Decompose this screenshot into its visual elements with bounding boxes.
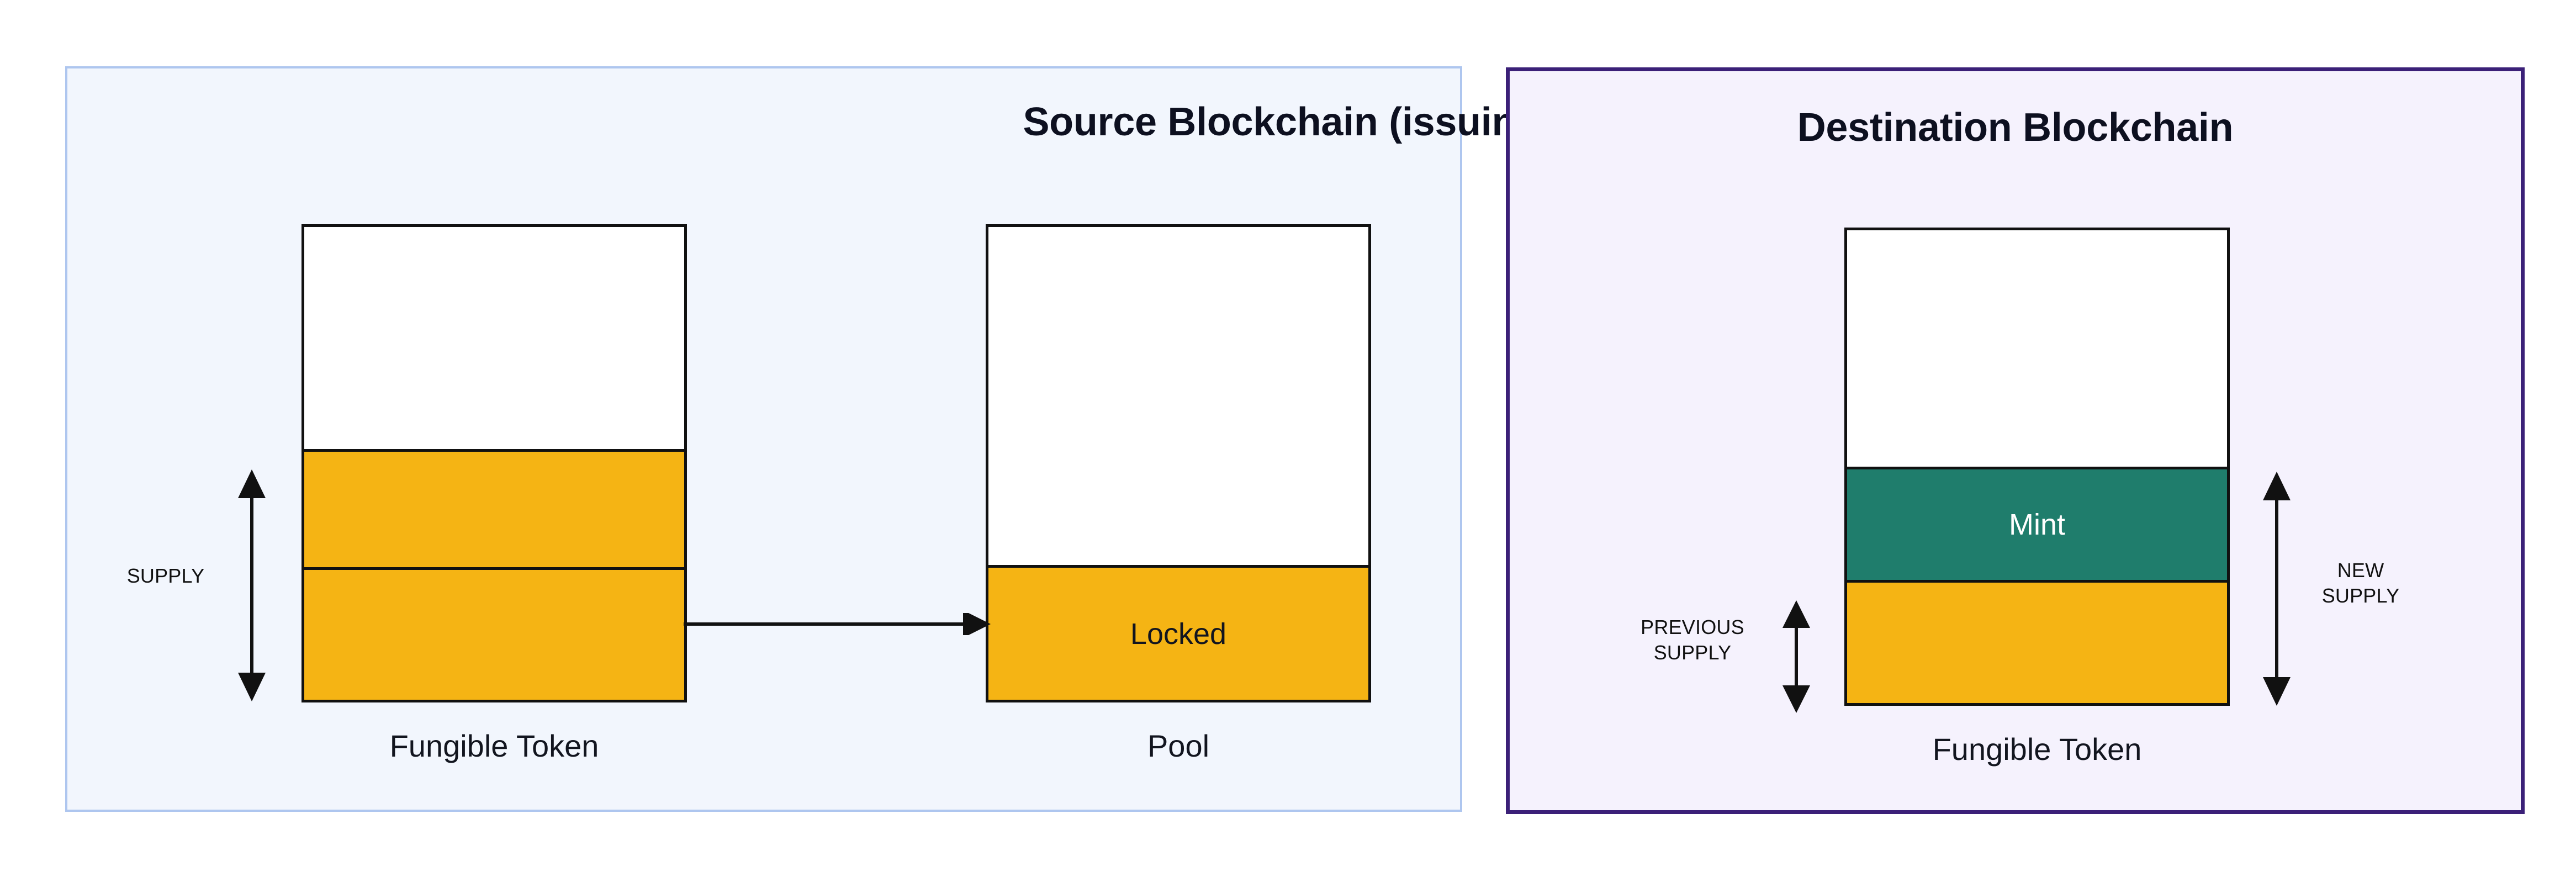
source-token-headroom-segment — [304, 227, 684, 450]
destination-token-headroom-segment — [1847, 230, 2227, 467]
panel-destination-title: Destination Blockchain — [1797, 105, 2234, 150]
destination-token-mint-segment: Mint — [1847, 467, 2227, 580]
destination-fungible-token-column: Mint — [1844, 228, 2230, 706]
new-supply-measure-arrow-icon — [2261, 471, 2292, 707]
panel-source-title: Source Blockchain (issuing) — [1023, 100, 1553, 144]
source-fungible-token-caption: Fungible Token — [389, 728, 599, 763]
source-pool-column: Locked — [986, 224, 1371, 702]
source-pool-locked-segment: Locked — [988, 565, 1368, 700]
lock-transfer-arrow-icon — [684, 613, 993, 635]
supply-measure-arrow-icon — [236, 468, 267, 702]
source-token-supply-lower-segment — [304, 567, 684, 700]
source-fungible-token-column — [301, 224, 687, 702]
previous-supply-measure-arrow-icon — [1781, 599, 1812, 714]
source-pool-caption: Pool — [1147, 728, 1210, 763]
destination-fungible-token-caption: Fungible Token — [1932, 732, 2142, 767]
source-pool-locked-label: Locked — [1130, 617, 1227, 651]
previous-supply-measure-label: PREVIOUS SUPPLY — [1641, 616, 1744, 664]
supply-measure-label: SUPPLY — [126, 564, 205, 587]
source-token-supply-upper-segment — [304, 449, 684, 568]
destination-token-mint-label: Mint — [2008, 508, 2065, 542]
destination-token-prior-supply-segment — [1847, 580, 2227, 703]
source-pool-headroom-segment — [988, 227, 1368, 566]
new-supply-measure-label: NEW SUPPLY — [2321, 559, 2400, 607]
